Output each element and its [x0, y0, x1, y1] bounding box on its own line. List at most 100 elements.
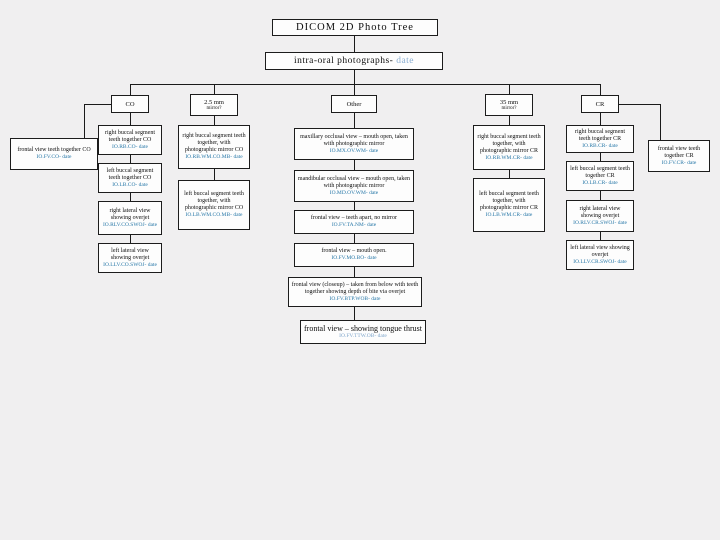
- branch-cr-label: CR: [595, 100, 605, 108]
- connector-line: [600, 232, 601, 240]
- node-code: IO.FV.CR- date: [661, 159, 697, 166]
- connector-line: [214, 169, 215, 180]
- node-text: left buccal segment teeth together CR: [570, 165, 630, 179]
- node-text: frontal view teeth together CO: [17, 147, 91, 153]
- root-title-label: DICOM 2D Photo Tree: [296, 22, 414, 33]
- node-text: frontal view teeth together CR: [657, 145, 701, 159]
- connector-line: [130, 113, 131, 125]
- node-text: frontal view (closeup) – taken from belo…: [291, 281, 419, 295]
- connector-line: [354, 113, 355, 128]
- connector-line: [354, 160, 355, 170]
- node-code: IO.RB.CO- date: [112, 143, 148, 150]
- tree-subtitle: intra-oral photographs- date: [265, 52, 443, 70]
- connector-line: [130, 235, 131, 243]
- node-frontal-mouth-open: frontal view – mouth open. IO.FV.MO.BO- …: [294, 243, 414, 267]
- node-code: IO.FV.CO- date: [36, 154, 72, 160]
- node-right-buccal-cr: right buccal segment teeth together CR I…: [566, 125, 634, 153]
- connector-line: [600, 191, 601, 200]
- node-code: IO.RB.CR- date: [582, 142, 618, 149]
- node-code: IO.RB.WM.CR- date: [485, 154, 533, 161]
- node-text: right buccal segment teeth together, wit…: [477, 133, 541, 154]
- node-code: IO.FV.MO.BO- date: [331, 255, 377, 261]
- node-text: right lateral view showing overjet: [109, 207, 151, 221]
- node-code: IO.RLV.CR.SWOJ- date: [573, 219, 627, 226]
- connector-line: [84, 104, 85, 138]
- branch-cr: CR: [581, 95, 619, 113]
- tree-root-title: DICOM 2D Photo Tree: [272, 19, 438, 36]
- node-text: frontal view – mouth open.: [321, 248, 387, 254]
- node-code: IO.MX.OV.WM- date: [329, 147, 379, 154]
- connector-line: [354, 234, 355, 243]
- node-left-buccal-mirror-co: left buccal segment teeth together, with…: [178, 180, 250, 230]
- connector-line: [214, 84, 215, 94]
- node-code: IO.RLV.CO.SWOJ- date: [102, 221, 158, 228]
- node-right-buccal-mirror-cr: right buccal segment teeth together, wit…: [473, 125, 545, 170]
- node-code: IO.FV.TTW.OB- date: [339, 333, 387, 339]
- node-right-buccal-co: right buccal segment teeth together CO I…: [98, 125, 162, 155]
- branch-other: Other: [331, 95, 377, 113]
- connector-line: [130, 84, 131, 95]
- connector-line: [660, 104, 661, 140]
- connector-line: [354, 267, 355, 277]
- node-left-buccal-cr: left buccal segment teeth together CR IO…: [566, 161, 634, 191]
- node-frontal-tongue-thrust: frontal view – showing tongue thrust IO.…: [300, 320, 426, 344]
- node-frontal-view-cr: frontal view teeth together CR IO.FV.CR-…: [648, 140, 710, 172]
- connector-line: [354, 84, 355, 95]
- connector-line: [354, 202, 355, 210]
- branch-2-5mm-mirror: 2.5 mm mirror?: [190, 94, 238, 116]
- connector-line: [354, 70, 355, 84]
- node-code: IO.LB.CO- date: [112, 181, 148, 188]
- node-text: left buccal segment teeth together, with…: [184, 191, 244, 211]
- node-left-lateral-overjet-co: left lateral view showing overjet IO.LLV…: [98, 243, 162, 273]
- branch-35mm-sublabel: mirror?: [501, 105, 517, 111]
- node-left-lateral-overjet-cr: left lateral view showing overjet IO.LLV…: [566, 240, 634, 270]
- branch-35mm-label: 35 mm: [499, 98, 519, 106]
- connector-line: [84, 104, 111, 105]
- node-code: IO.LLV.CR.SWOJ- date: [573, 258, 627, 265]
- connector-line: [509, 170, 510, 178]
- node-text: right buccal segment teeth together CR: [575, 128, 625, 142]
- node-code: IO.LB.WM.CO.MB- date: [185, 212, 243, 218]
- node-code: IO.MD.OV.WM- date: [329, 189, 379, 196]
- node-frontal-teeth-apart: frontal view – teeth apart, no mirror IO…: [294, 210, 414, 234]
- node-frontal-view-co: frontal view teeth together CO IO.FV.CO-…: [10, 138, 98, 170]
- node-text: left buccal segment teeth together, with…: [479, 191, 539, 211]
- branch-2-5mm-label: 2.5 mm: [204, 98, 224, 106]
- connector-line: [354, 307, 355, 320]
- connector-line: [600, 84, 601, 95]
- node-right-lateral-overjet-cr: right lateral view showing overjet IO.RL…: [566, 200, 634, 232]
- connector-line: [600, 113, 601, 125]
- branch-other-label: Other: [346, 100, 362, 108]
- node-frontal-closeup-overbite: frontal view (closeup) – taken from belo…: [288, 277, 422, 307]
- node-text: maxillary occlusal view – mouth open, ta…: [300, 133, 408, 147]
- node-text: left lateral view showing overjet: [110, 247, 150, 261]
- node-right-lateral-overjet-co: right lateral view showing overjet IO.RL…: [98, 201, 162, 235]
- subtitle-text: intra-oral photographs-: [293, 56, 394, 66]
- connector-line: [130, 155, 131, 163]
- node-code: IO.RB.WM.CO.MB- date: [185, 154, 243, 160]
- node-right-buccal-mirror-co: right buccal segment teeth together, wit…: [178, 125, 250, 169]
- branch-co: CO: [111, 95, 149, 113]
- node-text: mandibular occlusal view – mouth open, t…: [297, 175, 411, 189]
- subtitle-label: intra-oral photographs- date: [294, 56, 414, 66]
- connector-line: [600, 153, 601, 161]
- connector-line: [354, 36, 355, 52]
- node-maxillary-occlusal: maxillary occlusal view – mouth open, ta…: [294, 128, 414, 160]
- node-mandibular-occlusal: mandibular occlusal view – mouth open, t…: [294, 170, 414, 202]
- connector-line: [130, 84, 600, 85]
- node-text: left lateral view showing overjet: [570, 244, 630, 258]
- node-code: IO.LB.CR- date: [582, 179, 618, 186]
- node-code: IO.LB.WM.CR- date: [485, 212, 533, 218]
- node-code: IO.FV.BTP.WOB- date: [329, 295, 381, 302]
- branch-co-label: CO: [125, 100, 135, 108]
- branch-35mm-mirror: 35 mm mirror?: [485, 94, 533, 116]
- node-text: right buccal segment teeth together, wit…: [182, 133, 246, 153]
- node-left-buccal-mirror-cr: left buccal segment teeth together, with…: [473, 178, 545, 232]
- node-text: frontal view – teeth apart, no mirror: [310, 215, 398, 221]
- node-left-buccal-co: left buccal segment teeth together CO IO…: [98, 163, 162, 193]
- node-code: IO.LLV.CO.SWOJ- date: [103, 261, 157, 268]
- node-code: IO.FV.TA.NM- date: [331, 222, 377, 228]
- node-text: right lateral view showing overjet: [579, 205, 621, 219]
- connector-line: [509, 84, 510, 94]
